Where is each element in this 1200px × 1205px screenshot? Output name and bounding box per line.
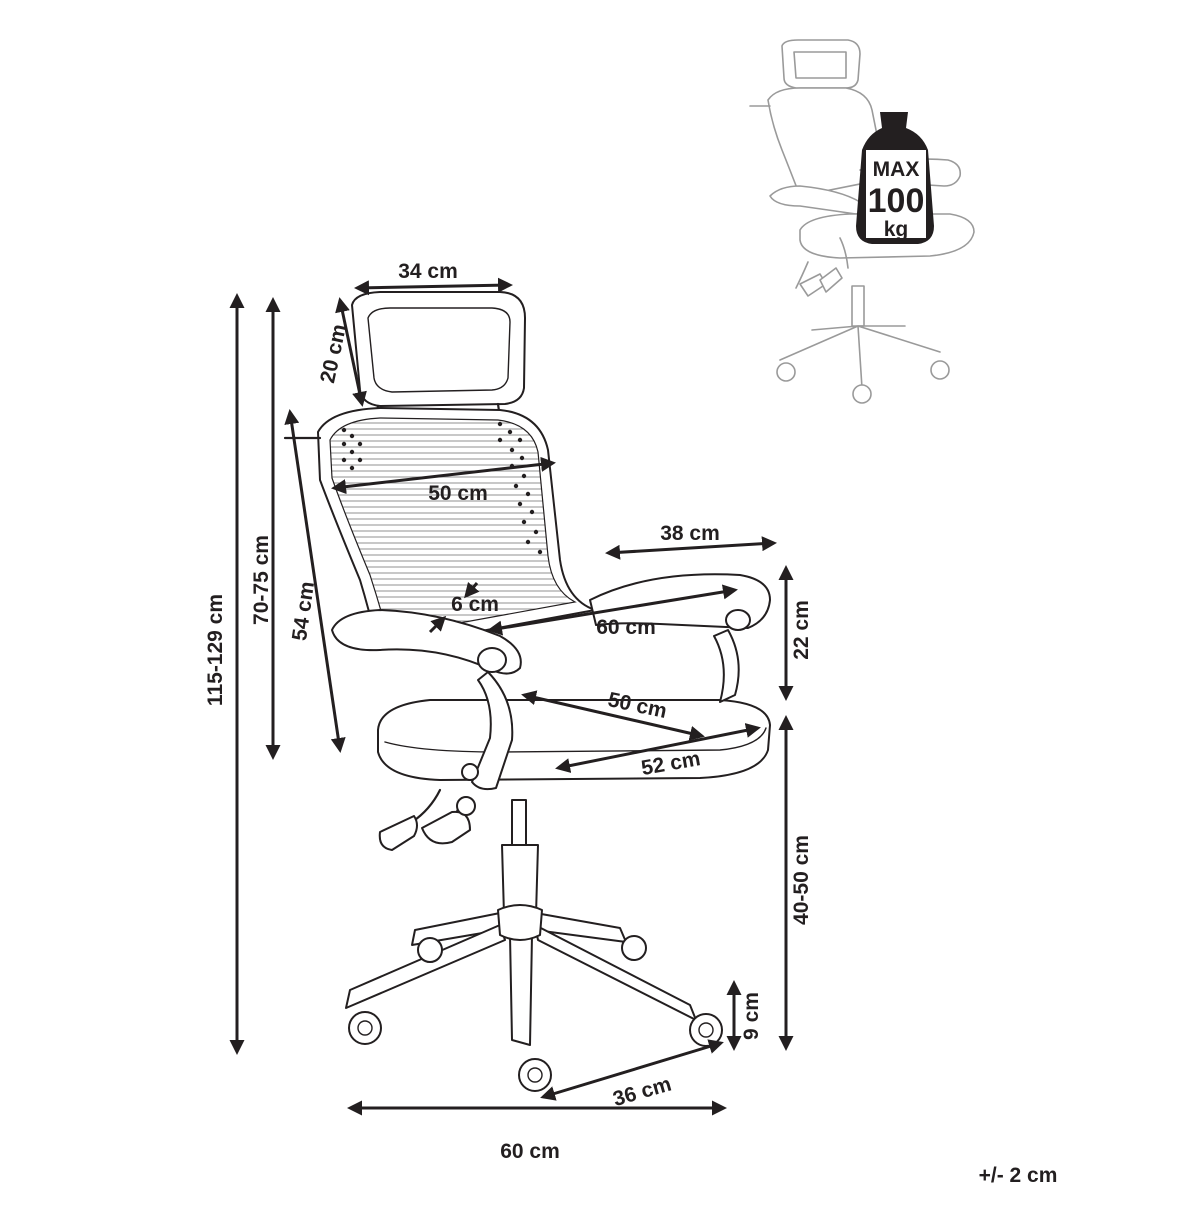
gas-lift bbox=[501, 799, 539, 916]
label-armrest-height: 22 cm bbox=[790, 600, 813, 660]
label-seat-to-arm-depth: 60 cm bbox=[596, 616, 656, 639]
label-armrest-width: 6 cm bbox=[451, 593, 499, 616]
label-caster-height: 9 cm bbox=[740, 992, 763, 1040]
max-load-thumbnail: MAX 100 kg bbox=[749, 39, 975, 404]
casters bbox=[348, 935, 723, 1092]
five-star-base bbox=[345, 904, 697, 1046]
label-armrest-length: 38 cm bbox=[660, 522, 720, 545]
label-backrest-height: 54 cm bbox=[288, 580, 319, 642]
seat bbox=[377, 699, 771, 781]
label-headrest-width: 34 cm bbox=[398, 260, 458, 283]
label-base-width: 60 cm bbox=[500, 1140, 560, 1163]
label-back-height-range: 70-75 cm bbox=[250, 535, 273, 625]
max-load-value: 100 bbox=[868, 182, 925, 220]
max-load-max: MAX bbox=[873, 158, 920, 181]
label-base-leg: 36 cm bbox=[610, 1072, 674, 1111]
headrest bbox=[351, 291, 526, 420]
armrest-left bbox=[331, 609, 522, 791]
seat-levers bbox=[378, 788, 476, 851]
label-tolerance: +/- 2 cm bbox=[979, 1164, 1058, 1187]
chair-illustration bbox=[283, 291, 771, 1092]
dimension-arrows bbox=[229, 277, 794, 1116]
label-backrest-width: 50 cm bbox=[428, 482, 488, 505]
max-load-unit: kg bbox=[884, 218, 909, 241]
backrest bbox=[283, 407, 596, 651]
weight-icon: MAX 100 kg bbox=[856, 112, 934, 244]
label-seat-height: 40-50 cm bbox=[790, 835, 813, 925]
label-total-height: 115-129 cm bbox=[204, 594, 227, 706]
label-headrest-height: 20 cm bbox=[316, 322, 351, 385]
